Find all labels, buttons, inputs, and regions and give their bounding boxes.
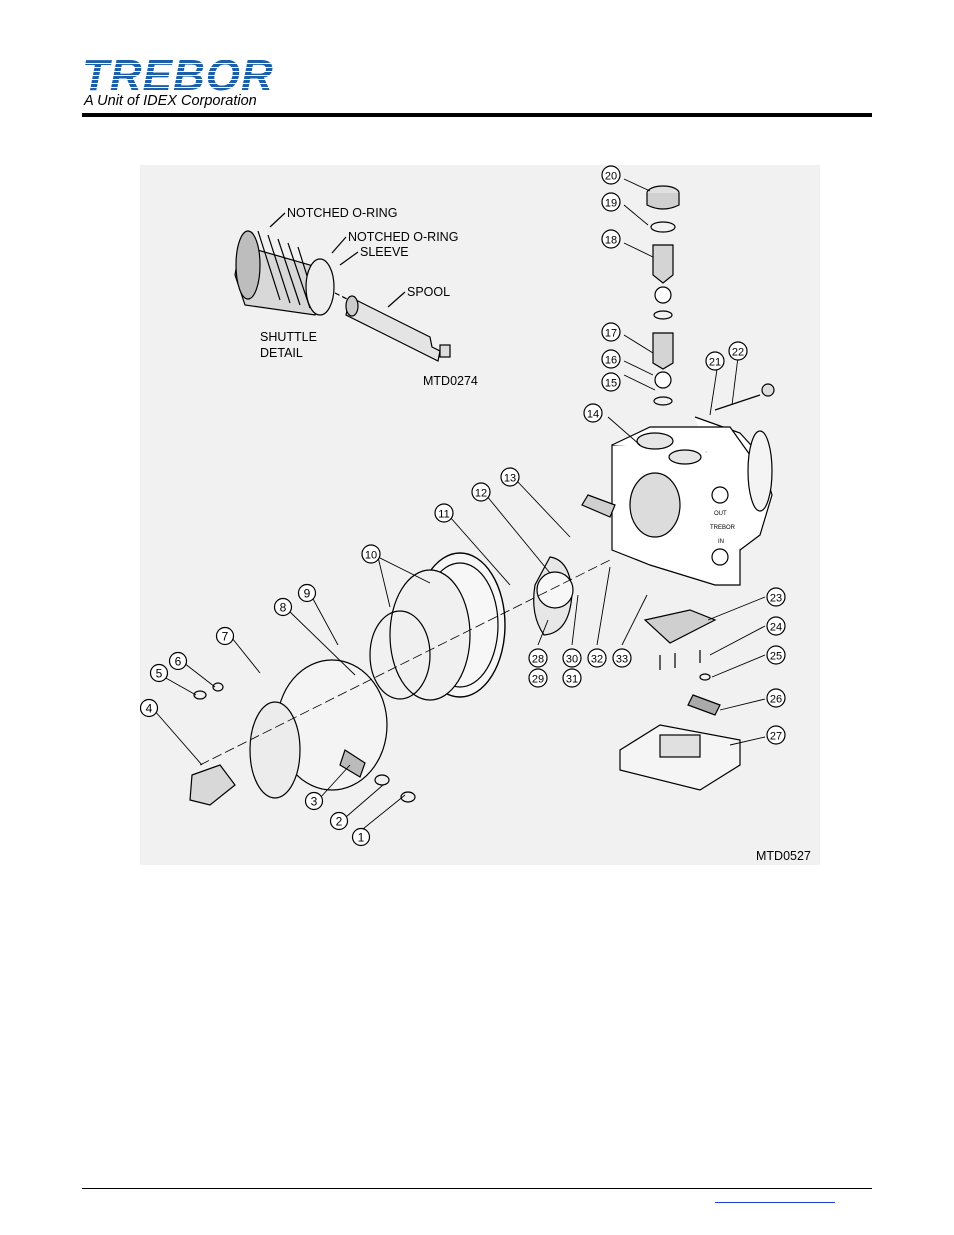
end-cap-drawing	[714, 383, 775, 512]
logo-tagline: A Unit of IDEX Corporation	[84, 93, 257, 109]
callout-24: 24	[766, 616, 786, 636]
callout-22: 22	[728, 341, 748, 361]
label-mtd0527: MTD0527	[756, 849, 811, 863]
callout-number: 3	[311, 795, 318, 809]
callout-number: 14	[587, 409, 599, 421]
footer-rule	[82, 1188, 872, 1189]
callout-number: 18	[605, 235, 617, 247]
callout-number: 29	[532, 674, 544, 686]
pump-body-drawing: OUT TREBOR IN	[611, 416, 773, 586]
label-notched-oring-1: NOTCHED O-RING	[287, 206, 397, 220]
footer-link[interactable]	[715, 1202, 835, 1203]
callout-number: 16	[605, 355, 617, 367]
callout-number: 5	[156, 667, 163, 681]
callout-number: 13	[504, 473, 516, 485]
callout-9: 9	[297, 583, 317, 603]
callout-32: 32	[587, 648, 607, 668]
callout-27: 27	[766, 725, 786, 745]
callout-number: 10	[365, 550, 377, 562]
body-text-brand: TREBOR	[710, 525, 736, 531]
callout-31: 31	[562, 668, 582, 688]
leader-lines	[153, 178, 766, 834]
callout-number: 7	[222, 630, 229, 644]
callout-number: 2	[336, 815, 343, 829]
logo-wordmark: TREBOR	[82, 51, 274, 100]
callout-number: 25	[770, 651, 782, 663]
label-shuttle: SHUTTLE	[260, 330, 317, 344]
callout-number: 30	[566, 654, 578, 666]
callout-number: 15	[605, 378, 617, 390]
callout-14: 14	[583, 403, 603, 423]
callout-number: 9	[304, 587, 311, 601]
callout-26: 26	[766, 688, 786, 708]
callout-number: 11	[438, 509, 449, 521]
callout-number: 21	[709, 357, 721, 369]
callout-18: 18	[601, 229, 621, 249]
callout-number: 8	[280, 601, 287, 615]
callout-number: 19	[605, 198, 617, 210]
exploded-view-drawing: NOTCHED O-RING NOTCHED O-RING SLEEVE SPO…	[139, 165, 811, 863]
trebor-logo: TREBOR A Unit of IDEX Corporation	[82, 51, 282, 112]
callout-number: 1	[358, 831, 365, 845]
body-text-out: OUT	[714, 511, 727, 517]
callout-2: 2	[329, 811, 349, 831]
valve-stack-drawing	[646, 185, 680, 406]
callout-number: 12	[475, 488, 487, 500]
callout-11: 11	[434, 503, 454, 523]
callouts: 1 2 3 4 5 6 7 8 9 10 11 12 13 14 15 16 1…	[139, 165, 786, 847]
callout-29: 29	[528, 668, 548, 688]
callout-16: 16	[601, 349, 621, 369]
callout-10: 10	[361, 544, 381, 564]
label-spool: SPOOL	[407, 285, 450, 299]
callout-12: 12	[471, 482, 491, 502]
label-notched-oring-2: NOTCHED O-RING	[348, 230, 458, 244]
callout-25: 25	[766, 645, 786, 665]
callout-number: 27	[770, 731, 782, 743]
callout-6: 6	[168, 651, 188, 671]
callout-7: 7	[215, 626, 235, 646]
callout-17: 17	[601, 322, 621, 342]
callout-number: 4	[146, 702, 153, 716]
spool-drawing	[345, 295, 451, 362]
callout-number: 31	[566, 674, 578, 686]
callout-number: 6	[175, 655, 182, 669]
callout-4: 4	[139, 698, 159, 718]
callout-3: 3	[304, 791, 324, 811]
base-parts-drawing	[619, 609, 741, 791]
callout-number: 22	[732, 347, 744, 359]
callout-28: 28	[528, 648, 548, 668]
callout-20: 20	[601, 165, 621, 185]
body-text-in: IN	[718, 539, 724, 545]
callout-number: 24	[770, 622, 782, 634]
label-mtd0274: MTD0274	[423, 374, 478, 388]
callout-8: 8	[273, 597, 293, 617]
callout-5: 5	[149, 663, 169, 683]
callout-23: 23	[766, 587, 786, 607]
header-rule	[82, 113, 872, 117]
callout-number: 32	[591, 654, 603, 666]
callout-number: 28	[532, 654, 544, 666]
callout-number: 26	[770, 694, 782, 706]
callout-21: 21	[705, 351, 725, 371]
callout-15: 15	[601, 372, 621, 392]
callout-13: 13	[500, 467, 520, 487]
shuttle-sleeve-drawing	[234, 230, 335, 316]
callout-number: 17	[605, 328, 617, 340]
exploded-view-figure: NOTCHED O-RING NOTCHED O-RING SLEEVE SPO…	[139, 165, 820, 865]
label-detail: DETAIL	[260, 346, 303, 360]
callout-number: 33	[616, 654, 628, 666]
left-parts-drawing	[189, 494, 616, 806]
callout-33: 33	[612, 648, 632, 668]
callout-30: 30	[562, 648, 582, 668]
callout-1: 1	[351, 827, 371, 847]
callout-number: 23	[770, 593, 782, 605]
callout-number: 20	[605, 171, 617, 183]
shuttle-detail: NOTCHED O-RING NOTCHED O-RING SLEEVE SPO…	[234, 206, 478, 388]
label-sleeve: SLEEVE	[360, 245, 409, 259]
callout-19: 19	[601, 192, 621, 212]
